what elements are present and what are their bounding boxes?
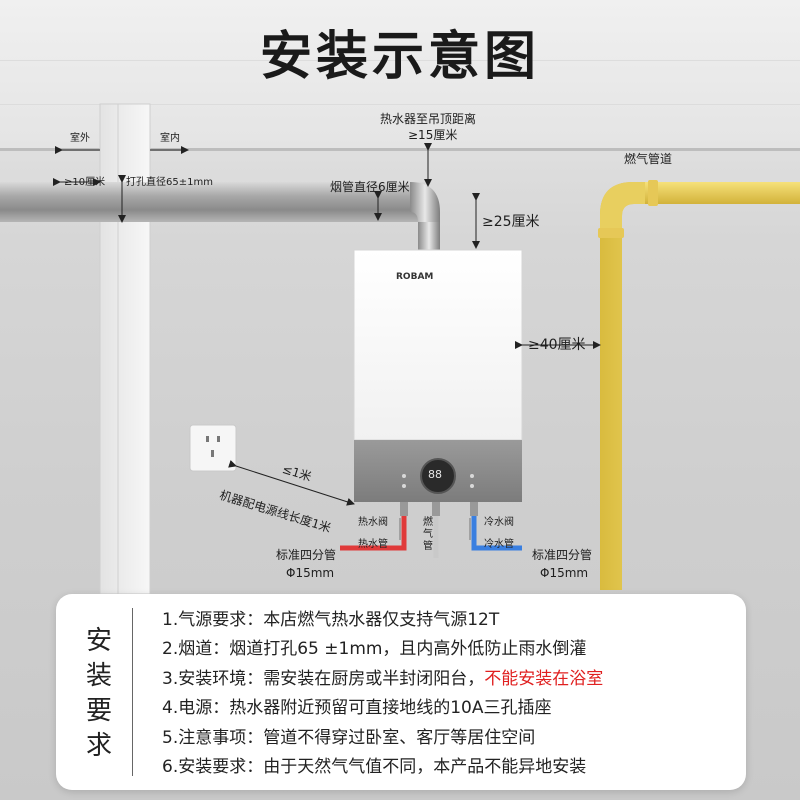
connection-pipes — [340, 516, 522, 558]
page-title: 安装示意图 — [259, 27, 540, 87]
requirement-item: 3.安装环境：需安装在厨房或半封闭阳台，不能安装在浴室 — [162, 665, 742, 694]
gas-vertical-3: 管 — [423, 541, 433, 552]
heading-char: 求 — [85, 731, 112, 761]
heading-char: 要 — [85, 696, 112, 726]
requirement-text: 4.电源：热水器附近预留可直接地线的10A三孔插座 — [162, 698, 552, 719]
diameter-right-label: Φ15mm — [540, 566, 589, 580]
panel-divider — [132, 608, 133, 776]
outdoor-label: 室外 — [70, 133, 90, 144]
hot-pipe-label: 热水管 — [358, 539, 388, 550]
socket-outlet — [189, 424, 237, 472]
gas-vertical-2: 气 — [423, 529, 433, 540]
side-gap-label: ≥40厘米 — [528, 337, 586, 353]
std-pipe-right-label: 标准四分管 — [532, 548, 593, 562]
brand-logo: ROBAM — [396, 272, 434, 282]
hot-valve-label: 热水阀 — [358, 517, 388, 528]
top-gap-label: ≥25厘米 — [482, 214, 540, 230]
water-heater — [353, 249, 523, 516]
requirement-item: 6.安装要求：由于天然气气值不同，本产品不能异地安装 — [162, 753, 742, 782]
requirement-text: 5.注意事项：管道不得穿过卧室、客厅等居住空间 — [162, 727, 536, 748]
indoor-label: 室内 — [160, 133, 180, 144]
dimension-lines — [53, 143, 601, 540]
ceiling-edge — [0, 148, 800, 151]
requirement-text: 1.气源要求：本店燃气热水器仅支持气源12T — [162, 610, 500, 630]
requirement-item: 5.注意事项：管道不得穿过卧室、客厅等居住空间 — [162, 724, 742, 753]
requirement-item: 4.电源：热水器附近预留可直接地线的10A三孔插座 — [162, 694, 742, 723]
requirements-heading: 安 装 要 求 — [82, 624, 116, 764]
ceiling-distance-label: 热水器至吊顶距离 — [380, 112, 477, 126]
requirement-item: 1.气源要求：本店燃气热水器仅支持气源12T — [162, 606, 742, 635]
gas-pipe — [598, 180, 800, 590]
requirement-text: 6.安装要求：由于天然气气值不同，本产品不能异地安装 — [162, 757, 587, 778]
ceiling-line — [0, 104, 800, 105]
requirement-warning: 不能安装在浴室 — [484, 668, 604, 689]
ceiling-min-label: ≥15厘米 — [408, 128, 458, 142]
cold-valve-label: 冷水阀 — [484, 517, 514, 528]
heading-char: 安 — [85, 626, 112, 656]
requirement-text: 3.安装环境：需安装在厨房或半封闭阳台， — [162, 668, 485, 689]
gas-vertical-1: 燃 — [423, 517, 433, 528]
requirements-panel: 安 装 要 求 1.气源要求：本店燃气热水器仅支持气源12T 2.烟道：烟道打孔… — [56, 594, 746, 790]
requirement-item: 2.烟道：烟道打孔65 ±1mm，且内高外低防止雨水倒灌 — [162, 635, 742, 664]
requirement-text: 2.烟道：烟道打孔65 ±1mm，且内高外低防止雨水倒灌 — [162, 639, 587, 660]
ceiling-line — [0, 60, 800, 61]
wall-gap-label: ≥10厘米 — [64, 177, 106, 188]
std-pipe-left-label: 标准四分管 — [276, 548, 337, 562]
heading-char: 装 — [85, 661, 112, 691]
gas-pipe-label: 燃气管道 — [624, 152, 673, 166]
cold-pipe-label: 冷水管 — [484, 539, 514, 550]
drill-hole-label: 打孔直径65±1mm — [126, 177, 213, 188]
flue-diameter-label: 烟管直径6厘米 — [330, 180, 410, 194]
requirements-list: 1.气源要求：本店燃气热水器仅支持气源12T 2.烟道：烟道打孔65 ±1mm，… — [162, 606, 742, 782]
heater-display: 88 — [428, 468, 442, 481]
diameter-left-label: Φ15mm — [286, 566, 335, 580]
